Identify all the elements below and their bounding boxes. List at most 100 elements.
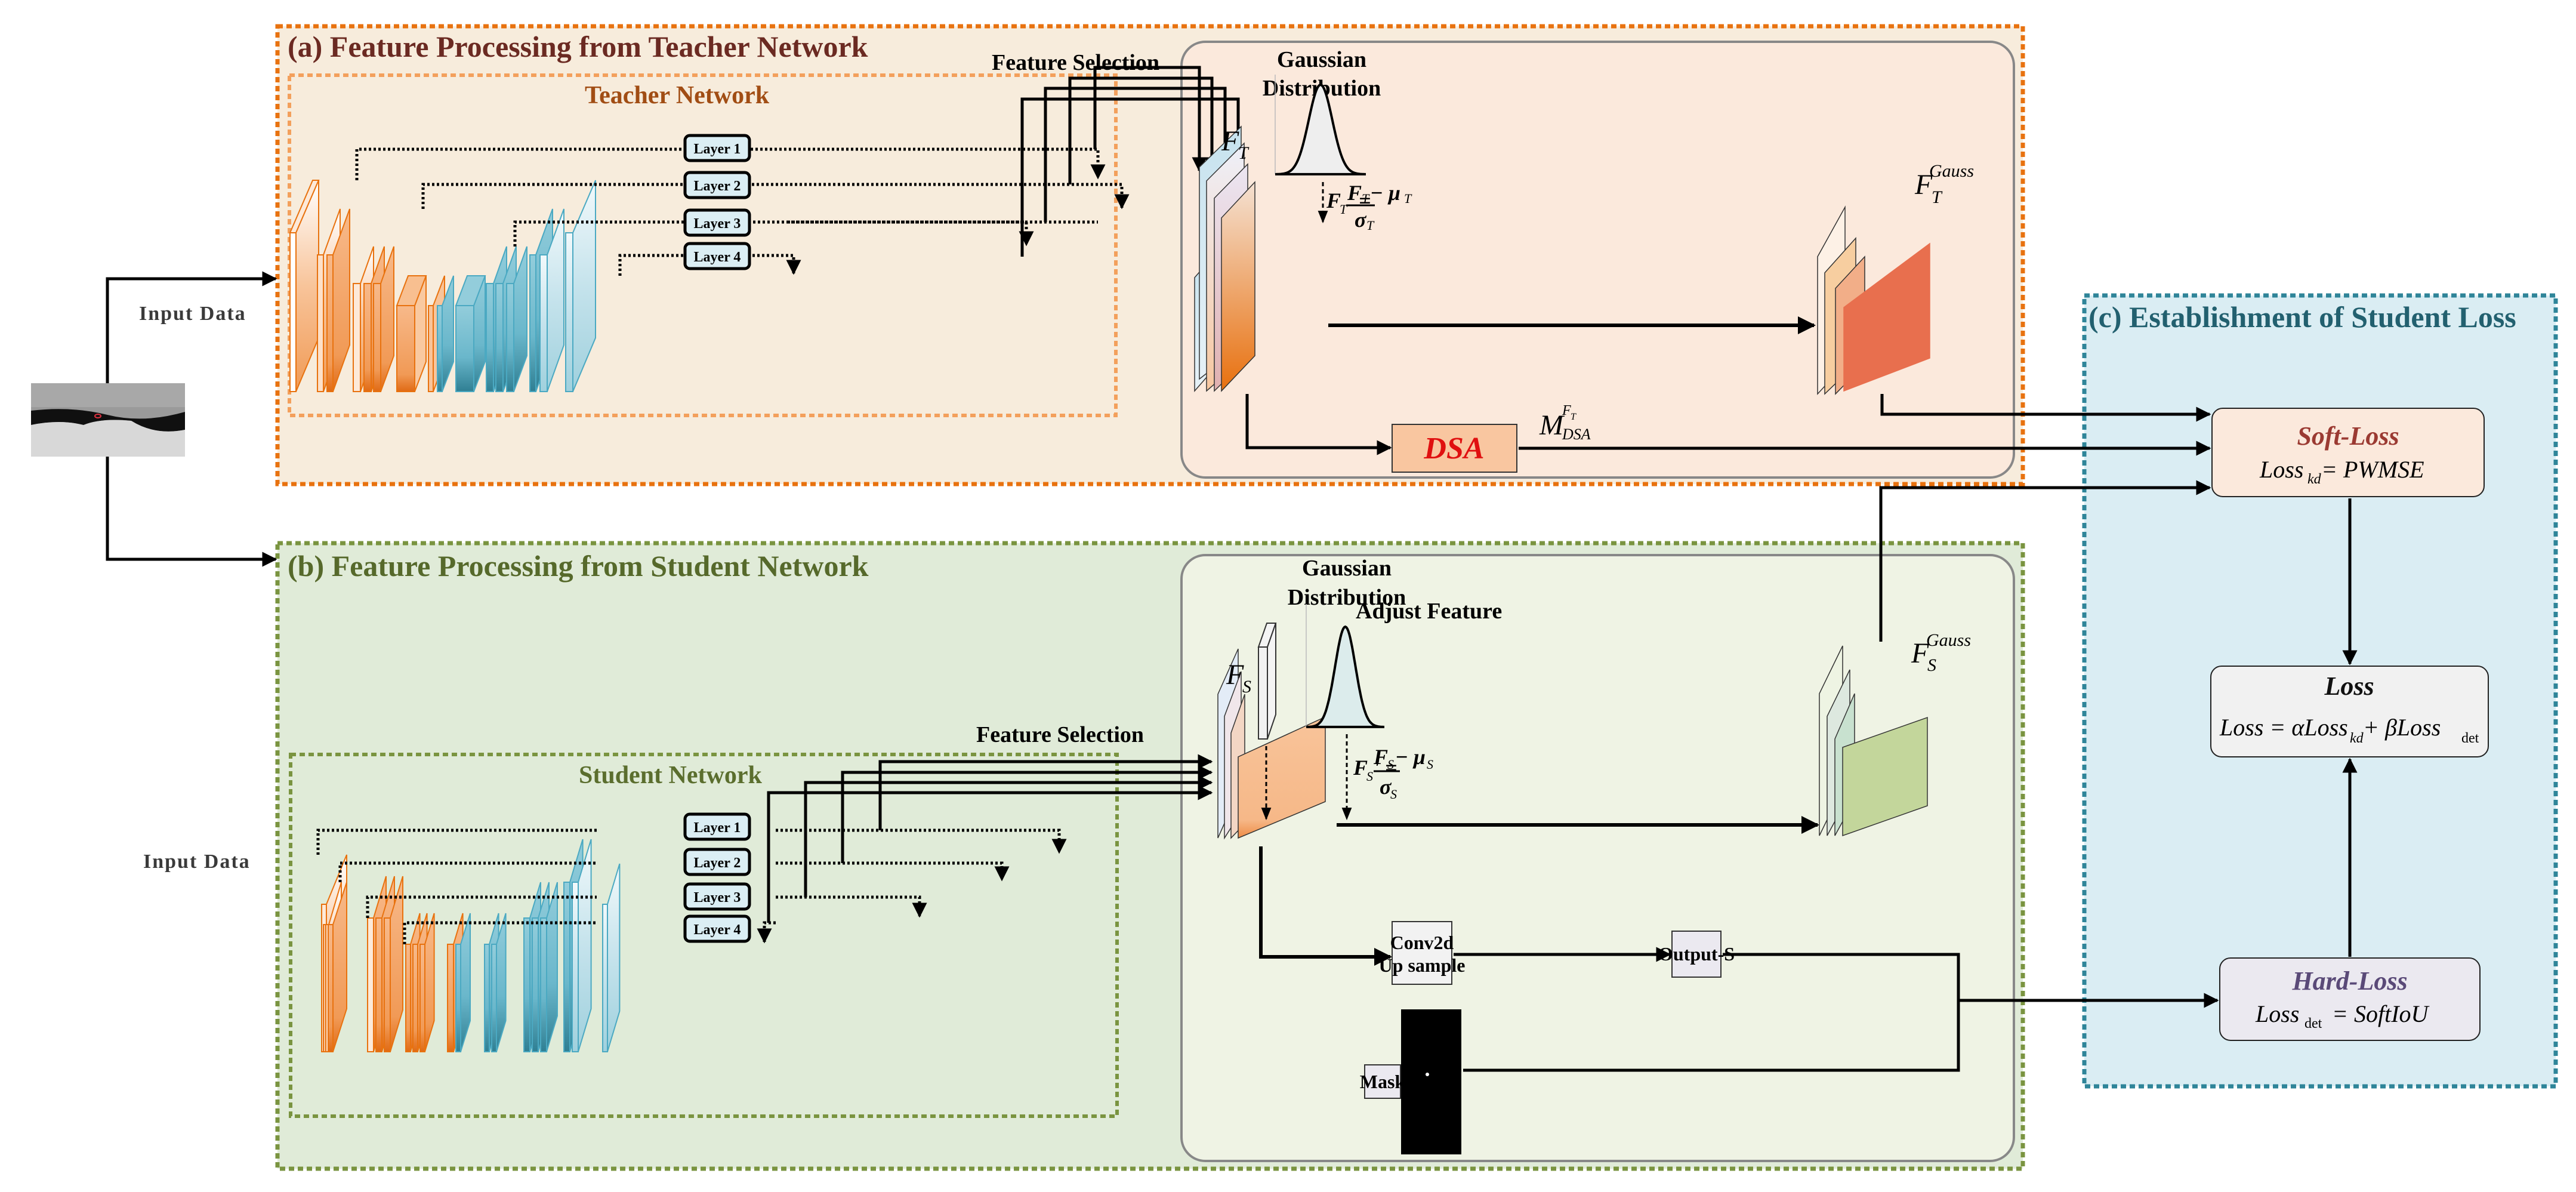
- student-block-face: [540, 917, 547, 1052]
- hard-loss-box[interactable]: Hard-Loss Loss det = SoftIoU: [2219, 957, 2481, 1041]
- student-gauss-feature-stack: [1819, 645, 1928, 837]
- input-label-top: Input Data: [139, 303, 246, 325]
- svg-text:F: F: [1347, 181, 1362, 205]
- svg-text:σ: σ: [1380, 775, 1392, 799]
- svg-text:Layer 2: Layer 2: [694, 178, 741, 194]
- teacher-panel: (a) Feature Processing from Teacher Netw…: [275, 24, 2025, 486]
- student-network-box: [289, 753, 1119, 1118]
- svg-text:S: S: [1427, 757, 1433, 772]
- student-to-conv-arrow: [1259, 846, 1392, 966]
- hard-loss-title: Hard-Loss: [2291, 966, 2407, 996]
- svg-text:+ βLoss: + βLoss: [2363, 714, 2441, 741]
- svg-text:S: S: [1366, 769, 1373, 784]
- teacher-gauss-feature-stack: [1817, 205, 1930, 395]
- student-block-face: [419, 944, 425, 1052]
- student-gauss-map-4: [1842, 716, 1928, 837]
- teacher-decoder-block-2: [486, 246, 527, 392]
- svg-text:DSA: DSA: [1423, 432, 1484, 466]
- teacher-layer-tag-4[interactable]: Layer 4: [683, 242, 751, 270]
- output-mask-merge: [1463, 953, 1960, 1072]
- student-feature-stack: [1217, 648, 1326, 840]
- teacher-gauss-symbol: F T Gauss: [1914, 161, 1974, 207]
- student-block-face: [447, 944, 454, 1052]
- svg-text:F: F: [1221, 125, 1239, 157]
- student-layer-tag-2[interactable]: Layer 2: [683, 848, 751, 876]
- student-block-5: [523, 882, 558, 1052]
- student-block-face: [602, 904, 608, 1052]
- soft-loss-formula: Loss kd = PWMSE: [2259, 456, 2424, 487]
- student-gauss-to-soft-loss: [1879, 480, 2211, 642]
- student-block-face: [455, 944, 461, 1052]
- svg-text:σ: σ: [1355, 208, 1367, 232]
- student-block-face: [563, 882, 570, 1052]
- svg-text:DSA: DSA: [1562, 426, 1591, 443]
- teacher-gaussian-panel: [1180, 41, 2015, 479]
- total-loss-box[interactable]: Loss Loss = αLoss kd + βLoss det: [2210, 666, 2489, 757]
- teacher-feature-map-4: [1221, 181, 1255, 392]
- svg-text:kd: kd: [2350, 731, 2364, 746]
- teacher-network-label: Teacher Network: [585, 82, 770, 109]
- teacher-layer-tag-2[interactable]: Layer 2: [683, 171, 751, 199]
- svg-text:Distribution: Distribution: [1288, 585, 1406, 610]
- student-block-side: [607, 863, 621, 1052]
- svg-text:F: F: [1562, 403, 1571, 418]
- teacher-feature-stack: [1194, 125, 1255, 392]
- student-layer-tag-1[interactable]: Layer 1: [683, 812, 751, 841]
- svg-text:Gaussian: Gaussian: [1302, 556, 1392, 581]
- student-layer-tags: Layer 1 Layer 2 Layer 3 Layer 4: [683, 812, 751, 943]
- input-to-teacher-arrow: [106, 271, 277, 383]
- teacher-encoder-block-2: [317, 208, 350, 392]
- svg-text:Gauss: Gauss: [1926, 630, 1971, 650]
- svg-text:F: F: [1226, 659, 1244, 691]
- svg-text:Layer 1: Layer 1: [694, 820, 741, 836]
- svg-text:= PWMSE: = PWMSE: [2321, 456, 2424, 483]
- svg-text:S: S: [1927, 655, 1936, 675]
- svg-text:Layer 3: Layer 3: [694, 216, 741, 232]
- student-block-7: [602, 863, 621, 1052]
- svg-text:S: S: [1387, 757, 1394, 772]
- student-block-face: [523, 917, 530, 1052]
- total-loss-formula: Loss = αLoss kd + βLoss det: [2219, 714, 2479, 746]
- student-layer-tag-4[interactable]: Layer 4: [683, 914, 751, 943]
- svg-text:Layer 3: Layer 3: [694, 890, 741, 905]
- mask-image: [1401, 1009, 1461, 1154]
- teacher-skip-connections-head: [788, 220, 1034, 247]
- student-gaussian-curve: [1306, 625, 1384, 728]
- student-block-side: [546, 882, 558, 1052]
- adjust-feature-block[interactable]: [1257, 623, 1277, 740]
- svg-text:T: T: [1404, 191, 1412, 206]
- svg-text:T: T: [1340, 202, 1348, 217]
- svg-text:T: T: [1932, 187, 1943, 207]
- teacher-layer-tag-3[interactable]: Layer 3: [683, 208, 751, 237]
- teacher-feature-symbol: F T: [1221, 125, 1250, 163]
- svg-text:Layer 1: Layer 1: [694, 141, 741, 157]
- hard-loss-formula: Loss det = SoftIoU: [2255, 1000, 2430, 1031]
- student-block-face: [532, 917, 539, 1052]
- teacher-gaussian-curve: [1275, 83, 1366, 175]
- student-layer-tag-3[interactable]: Layer 3: [683, 882, 751, 911]
- svg-text:' =: ' =: [1347, 189, 1371, 212]
- svg-text:det: det: [2461, 731, 2479, 746]
- teacher-encoder-block-1: [289, 180, 320, 392]
- svg-text:S: S: [1242, 677, 1251, 697]
- dsa-module[interactable]: DSA: [1392, 424, 1517, 473]
- student-gauss-symbol: F S Gauss: [1911, 630, 1971, 675]
- teacher-decoder-block-1: [455, 275, 486, 392]
- cross-panel-connectors: [1454, 394, 2219, 1072]
- svg-text:Layer 2: Layer 2: [694, 855, 741, 871]
- student-block-side: [578, 839, 592, 1052]
- input-to-student-arrow: [106, 457, 277, 567]
- student-block-face: [375, 917, 382, 1052]
- teacher-bottleneck-block: [428, 275, 454, 392]
- student-network-label: Student Network: [579, 762, 762, 789]
- svg-text:det: det: [2304, 1016, 2322, 1031]
- student-gaussian-chart: Gaussian Distribution: [1288, 556, 1406, 728]
- soft-loss-box[interactable]: Soft-Loss Loss kd = PWMSE: [2211, 408, 2485, 497]
- conv2d-upsample-box[interactable]: Conv2d Up sample: [1379, 921, 1466, 985]
- svg-text:F: F: [1373, 745, 1388, 769]
- student-block-face: [367, 917, 374, 1052]
- mask-label-box: Mask: [1360, 1064, 1405, 1099]
- student-network-blocks-main: [367, 839, 621, 1052]
- teacher-layer-tag-1[interactable]: Layer 1: [683, 134, 751, 162]
- svg-text:− μ: − μ: [1395, 745, 1426, 769]
